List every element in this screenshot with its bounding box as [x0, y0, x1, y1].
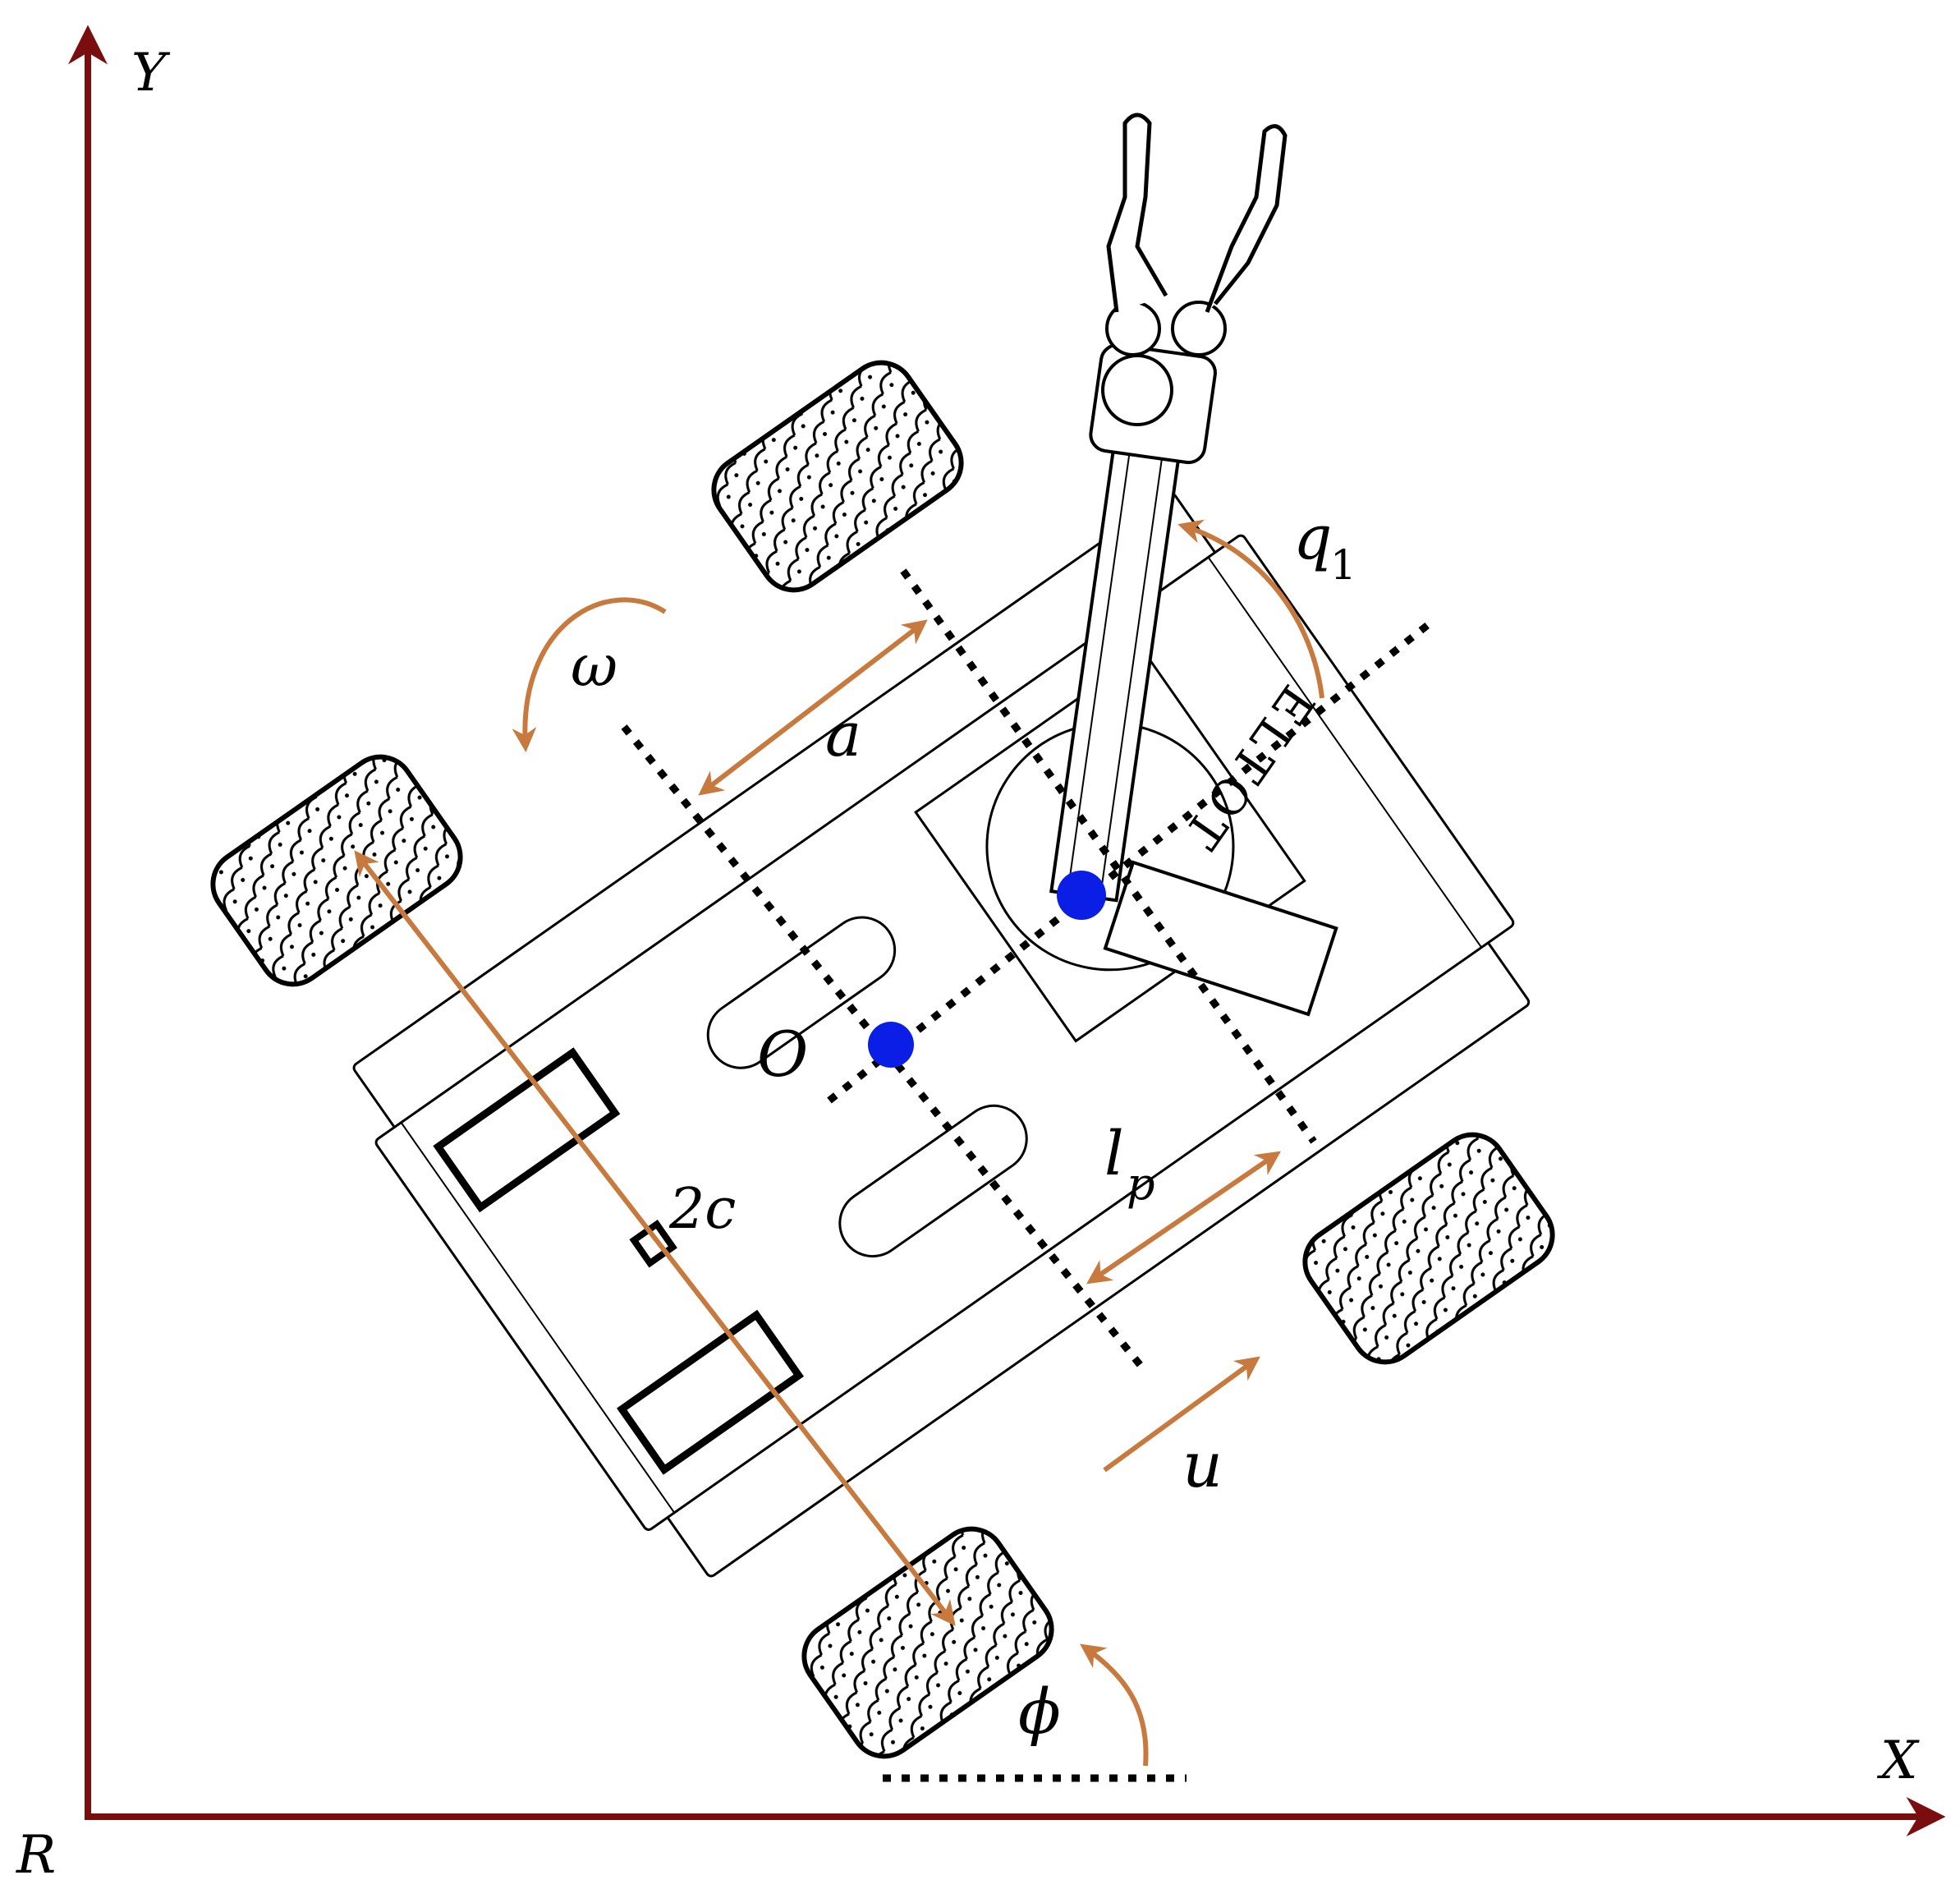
a-label: a	[825, 700, 861, 770]
u-label: u	[1182, 1428, 1223, 1501]
motor-housing	[1103, 860, 1338, 1017]
dimension-lp	[1086, 1151, 1281, 1285]
wheel-front-left	[711, 360, 964, 593]
chassis-center-line	[621, 724, 1149, 1374]
omega-rotation-arrow	[512, 597, 667, 752]
q1-label: q 1	[1293, 503, 1356, 589]
robot-body	[352, 492, 1531, 1578]
origin-label: O	[757, 1018, 808, 1091]
velocity-u-arrow	[1103, 1356, 1260, 1473]
svg-text:l: l	[1104, 1119, 1124, 1189]
x-axis-label: X	[1876, 1730, 1920, 1791]
svg-text:p: p	[1127, 1158, 1155, 1210]
phi-rotation-arrow	[1080, 1643, 1149, 1767]
transverse-line-origin	[827, 621, 1431, 1104]
phi-label: ϕ	[1018, 1675, 1061, 1748]
frame-label: R	[16, 1825, 56, 1886]
svg-text:1: 1	[1330, 541, 1356, 589]
wheel-front-right	[1302, 1132, 1555, 1365]
gripper	[1101, 113, 1288, 426]
omega-label: ω	[571, 632, 617, 700]
dimension-a	[698, 619, 928, 796]
front-axle-line	[900, 568, 1317, 1144]
arm-base-point	[1057, 871, 1106, 920]
lp-label: l p	[1104, 1119, 1155, 1210]
world-frame: Y X R	[16, 25, 1946, 1886]
svg-text:q: q	[1293, 503, 1332, 573]
origin-point	[868, 1022, 914, 1068]
wheel-rear-left	[210, 754, 463, 987]
reference-lines	[621, 568, 1431, 1782]
dimension-2c	[354, 850, 956, 1626]
gear-2	[1171, 301, 1227, 356]
variable-labels: ω a q 1 O l p 2c u ϕ	[571, 503, 1356, 1748]
wheels	[210, 360, 1555, 1759]
manipulator-arm	[1049, 113, 1338, 1017]
two-c-label: 2c	[668, 1177, 736, 1242]
q1-rotation-arrow	[1177, 519, 1324, 699]
gripper-finger-right	[1205, 124, 1288, 313]
gear-3	[1101, 354, 1173, 426]
gripper-finger-left	[1106, 113, 1168, 313]
annotations	[354, 519, 1324, 1767]
y-axis-label: Y	[131, 43, 171, 103]
